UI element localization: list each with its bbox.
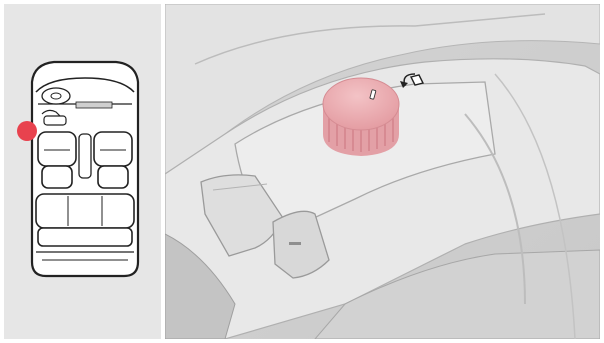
steering-wheel — [42, 88, 70, 104]
center-console — [79, 134, 91, 178]
detail-closeup-panel — [165, 4, 600, 339]
door-armrest-illustration — [165, 4, 600, 339]
front-seat-right — [94, 132, 132, 188]
location-dot-icon — [17, 121, 37, 141]
front-seat-left — [38, 132, 76, 188]
rotary-knob-icon[interactable] — [323, 78, 399, 156]
rear-bench-seat — [36, 194, 134, 246]
vehicle-overview-panel — [4, 4, 161, 339]
car-topview-diagram — [4, 4, 161, 339]
